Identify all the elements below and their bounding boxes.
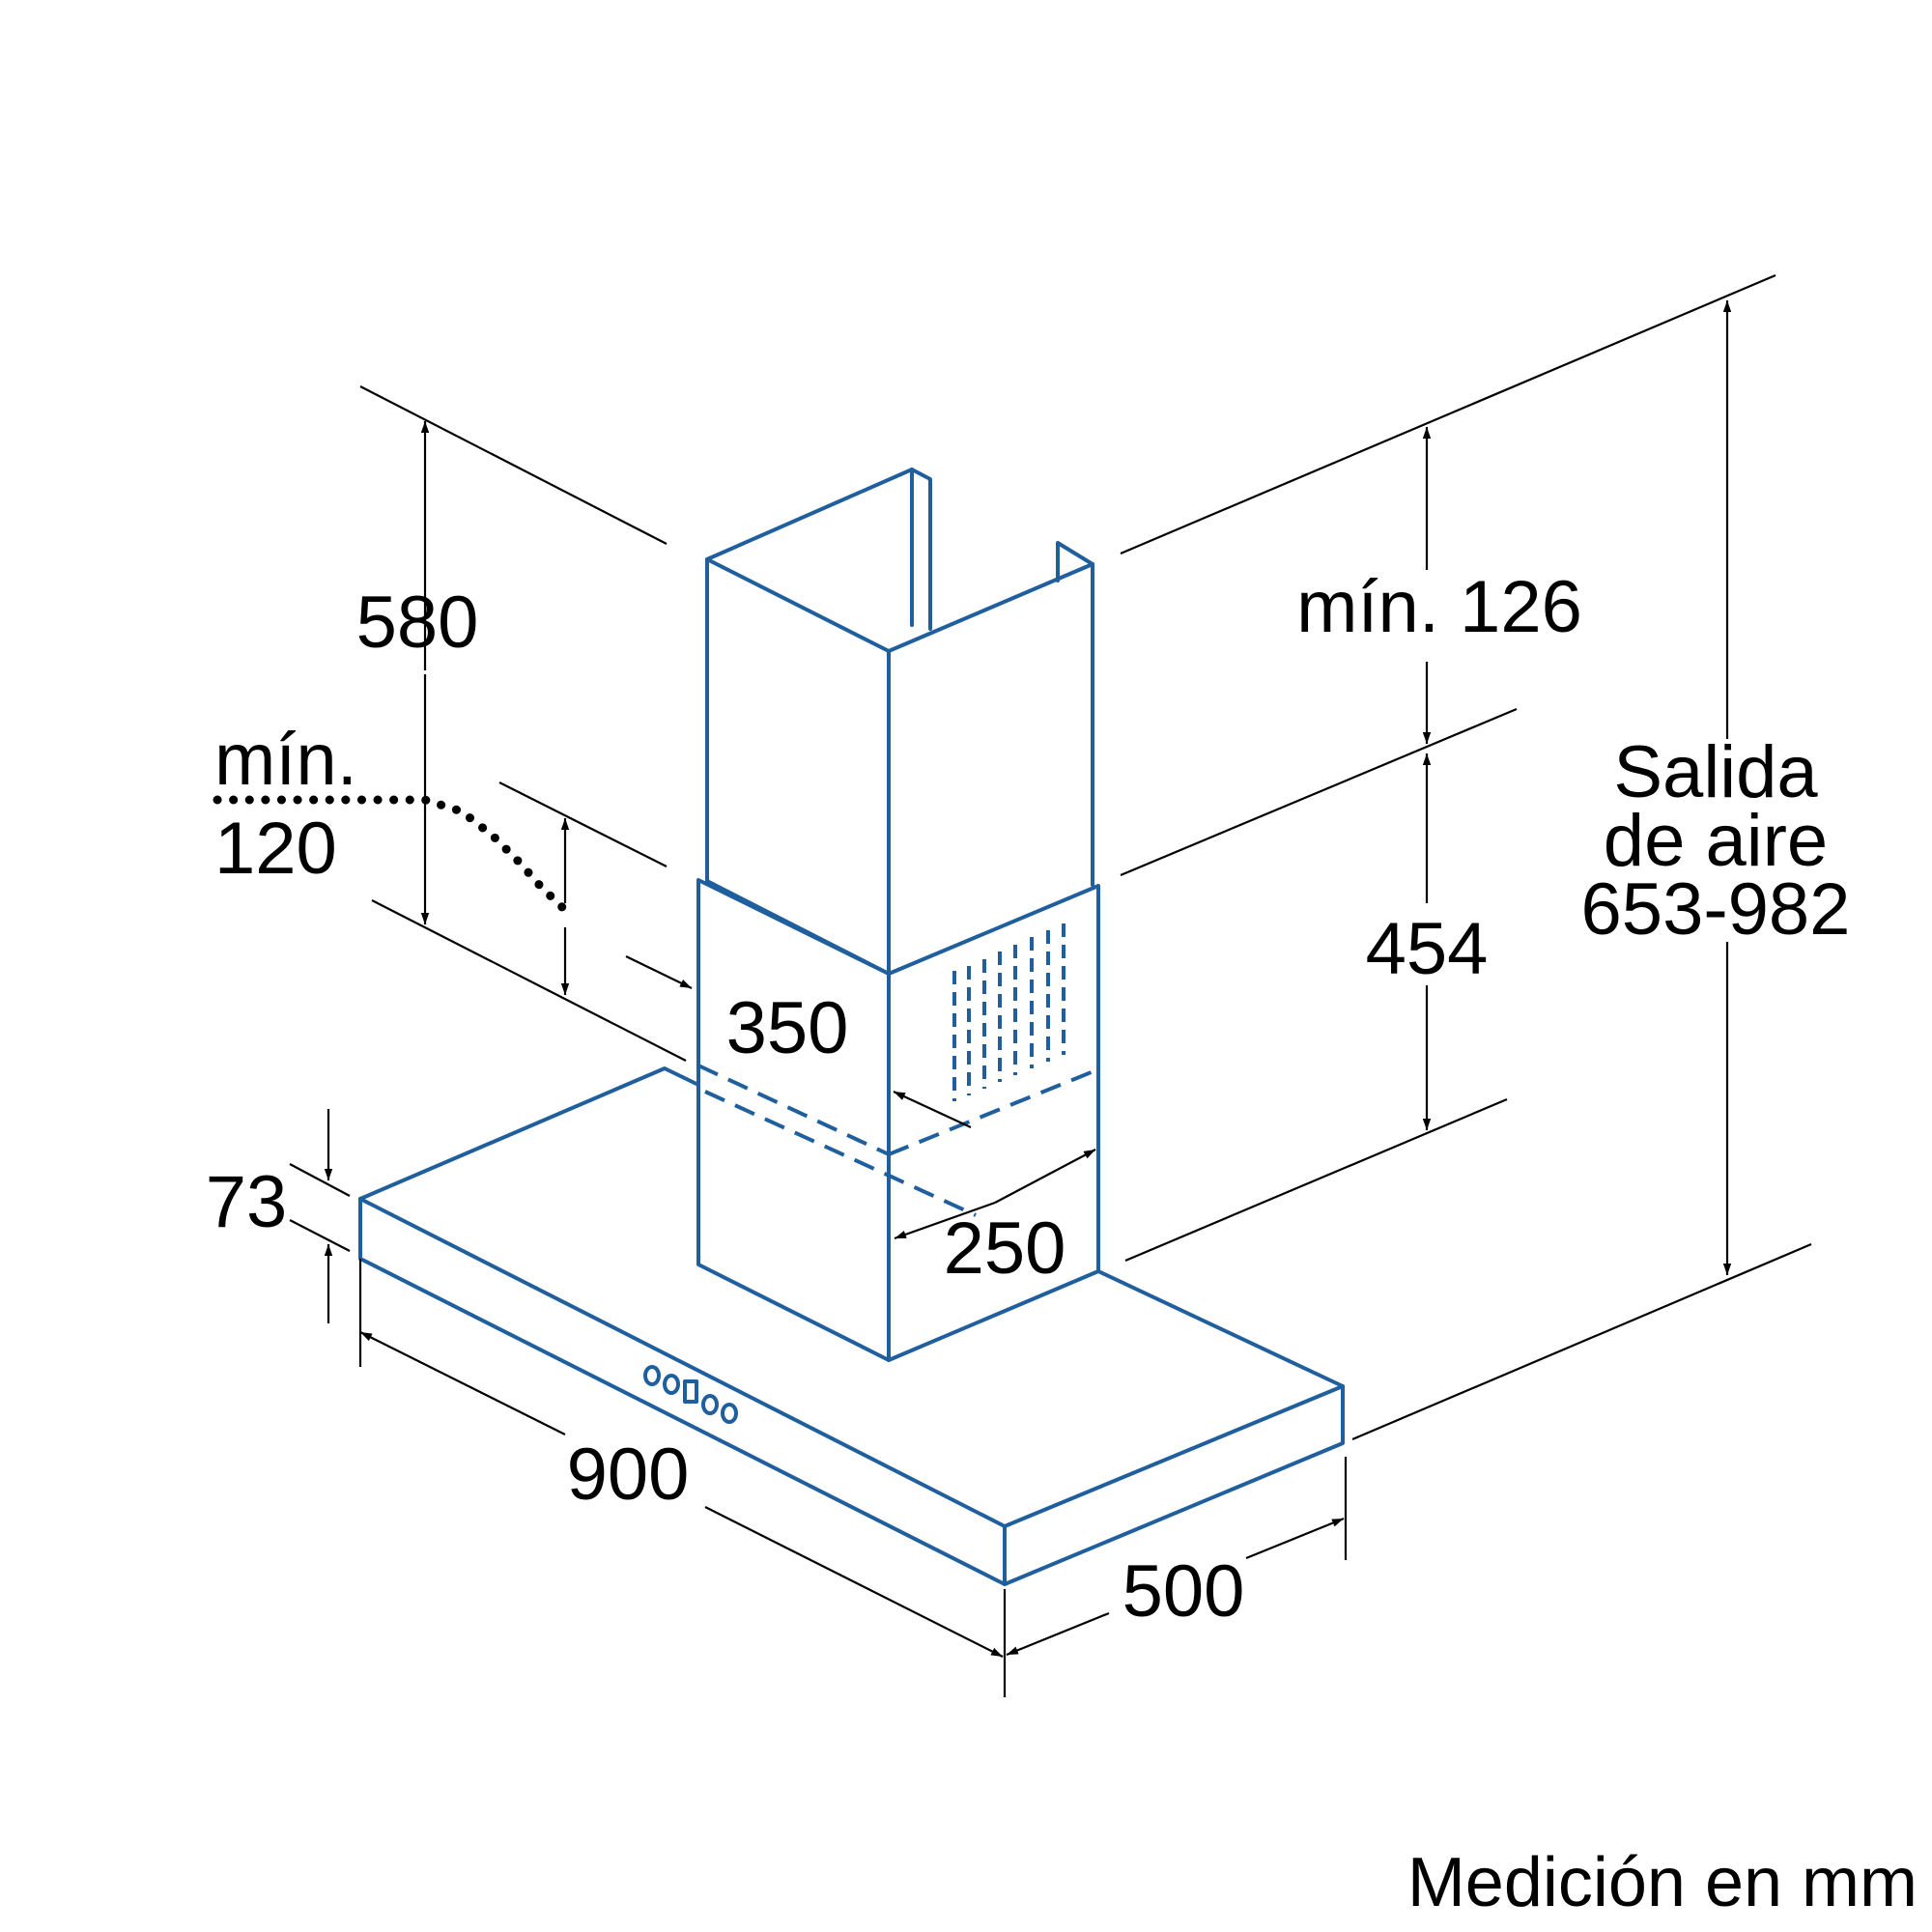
label-hood-thickness: 73 [206,1161,288,1243]
label-chimney-height: 580 [356,582,479,664]
lower-chimney [696,878,1100,1362]
label-hood-width: 900 [567,1434,690,1516]
canopy [358,1066,1345,1586]
label-chimney-lower-height: 454 [1366,908,1489,990]
label-chimney-depth: 350 [726,987,849,1069]
dimension-lines [213,273,1812,1697]
label-min-126: mín. 126 [1296,566,1582,648]
control-buttons [643,1365,738,1424]
dimension-labels: 580 mín. 120 350 mín. 126 454 Salida de … [206,566,1918,1921]
label-hood-depth: 500 [1122,1550,1245,1633]
label-air-outlet-line2: de aire [1604,800,1828,882]
label-air-outlet-line3: 653-982 [1581,868,1851,951]
label-min-line1: mín. [214,719,357,801]
units-note: Medición en mm [1407,1844,1918,1921]
label-min-line2: 120 [214,808,337,890]
vent-slots [952,923,1065,1101]
label-air-outlet-line1: Salida [1613,731,1818,813]
hood-drawing [358,468,1345,1586]
upper-chimney [705,468,1094,976]
label-chimney-width: 250 [944,1208,1066,1290]
